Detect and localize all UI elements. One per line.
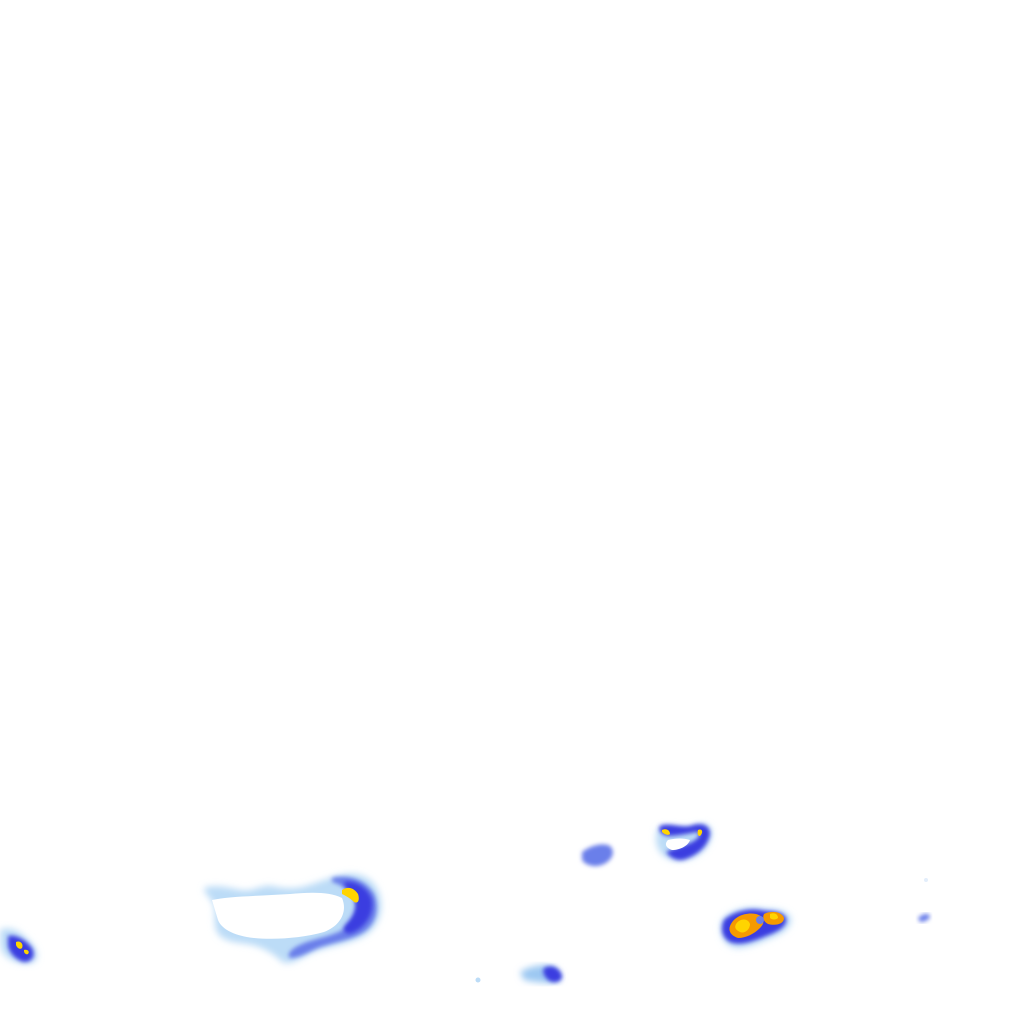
precip-cell-northeast	[656, 824, 712, 861]
precip-band-central	[204, 873, 382, 964]
precip-cell-storm-core	[720, 907, 792, 948]
precip-cell-east-oval	[582, 844, 613, 867]
precip-cell-far-east	[918, 878, 930, 922]
precip-cell-west-edge	[0, 928, 38, 964]
precip-cell-south	[475, 965, 562, 983]
